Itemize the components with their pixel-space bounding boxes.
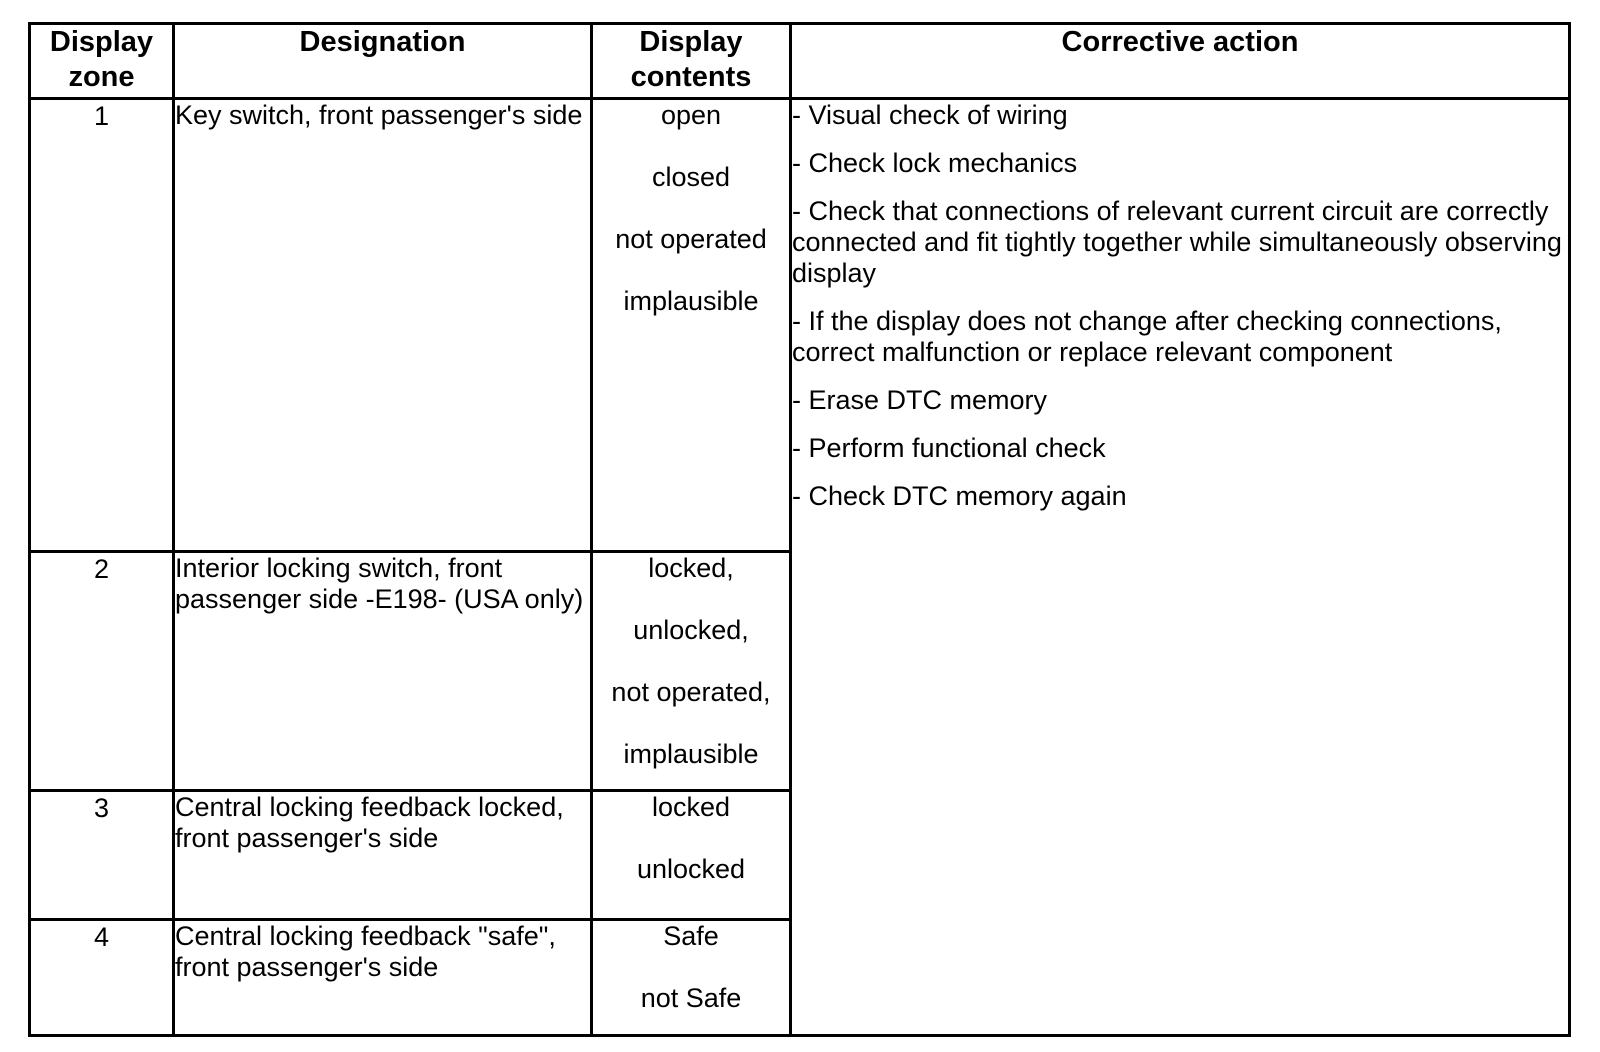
cell-designation: Interior locking switch, front passenger… xyxy=(172,550,593,792)
table-header: Display zone Designation Display content… xyxy=(28,22,1571,100)
header-row: Display zone Designation Display content… xyxy=(28,22,1571,100)
column-header-display-zone-label: Display zone xyxy=(49,26,154,93)
corrective-action-item: - Check DTC memory again xyxy=(792,481,1127,511)
display-content-option: unlocked, xyxy=(633,615,749,645)
cell-designation: Central locking feedback locked, front p… xyxy=(172,789,593,921)
table-row: 4 Central locking feedback "safe", front… xyxy=(28,918,1570,1037)
corrective-action-item: - Check lock mechanics xyxy=(792,148,1078,178)
display-content-option: not operated xyxy=(615,224,767,254)
cell-display-zone: 4 xyxy=(28,918,175,1037)
table-row: 1 Key switch, front passenger's side ope… xyxy=(28,97,1571,1037)
display-content-option: locked, xyxy=(648,553,734,583)
cell-display-contents: locked unlocked xyxy=(590,789,792,921)
table-body: 1 Key switch, front passenger's side ope… xyxy=(28,97,1571,1037)
display-content-option: not operated, xyxy=(611,677,771,707)
column-header-display-contents: Display contents xyxy=(590,22,792,100)
corrective-action-item: - Visual check of wiring xyxy=(792,100,1068,130)
display-content-option: closed xyxy=(651,162,731,192)
cell-display-contents: locked, unlocked, not operated, implausi… xyxy=(590,550,792,792)
cell-display-zone: 3 xyxy=(28,789,175,921)
cell-display-zone: 2 xyxy=(28,550,175,792)
table-row: 3 Central locking feedback locked, front… xyxy=(28,789,1570,921)
dtc-display-zone-table: Display zone Designation Display content… xyxy=(28,22,1571,1037)
column-header-display-zone: Display zone xyxy=(28,22,175,100)
corrective-action-item: - Erase DTC memory xyxy=(792,385,1048,415)
display-content-option: open xyxy=(660,100,722,130)
cell-display-zone: 1 xyxy=(28,97,175,553)
cell-corrective-action: - Visual check of wiring - Check lock me… xyxy=(789,97,1571,1037)
table-row: 2 Interior locking switch, front passeng… xyxy=(28,550,1570,792)
cell-designation: Key switch, front passenger's side xyxy=(172,97,593,553)
display-content-option: not Safe xyxy=(640,983,742,1013)
column-header-corrective-action: Corrective action xyxy=(789,22,1571,100)
corrective-action-item: - Perform functional check xyxy=(792,433,1106,463)
cell-display-contents: open closed not operated implausible xyxy=(590,97,792,553)
cell-designation: Central locking feedback "safe", front p… xyxy=(172,918,593,1037)
column-header-designation-label: Designation xyxy=(299,26,466,58)
display-content-option: locked xyxy=(651,792,731,822)
display-content-option: implausible xyxy=(623,739,759,769)
display-content-option: implausible xyxy=(623,286,759,316)
column-header-designation: Designation xyxy=(172,22,593,100)
display-content-option: unlocked xyxy=(636,854,746,884)
cell-display-contents: Safe not Safe xyxy=(590,918,792,1037)
display-content-option: Safe xyxy=(663,921,719,951)
column-header-display-contents-label: Display contents xyxy=(630,26,752,93)
corrective-action-item: - If the display does not change after c… xyxy=(792,306,1502,367)
corrective-action-item: - Check that connections of relevant cur… xyxy=(792,196,1562,288)
column-header-corrective-action-label: Corrective action xyxy=(1061,26,1299,58)
